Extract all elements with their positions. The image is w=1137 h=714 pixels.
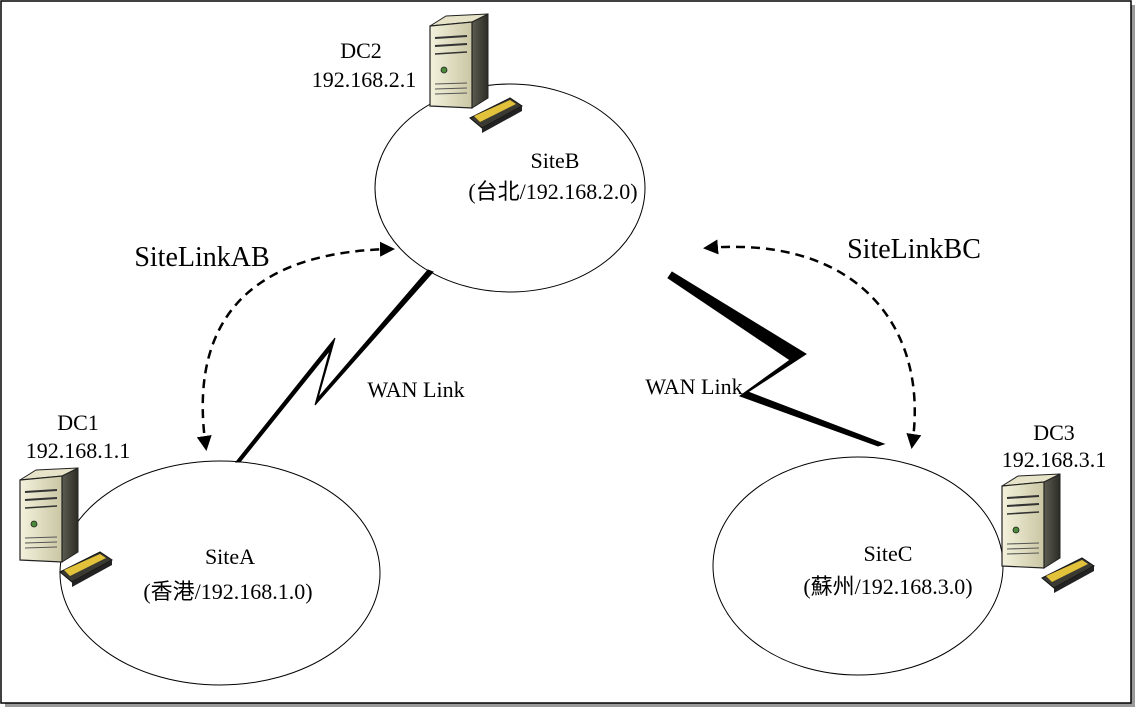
site-b-ellipse <box>374 83 646 293</box>
wan-link-left-label: WAN Link <box>367 377 464 402</box>
site-b-name: SiteB <box>531 148 580 173</box>
site-b-detail: (台北/192.168.2.0) <box>468 179 637 204</box>
dc1-ip: 192.168.1.1 <box>26 438 131 463</box>
sitelink-bc-arrow <box>703 239 922 449</box>
wan-link-right-label: WAN Link <box>645 374 742 399</box>
dc2-ip: 192.168.2.1 <box>312 67 417 92</box>
dc3-name: DC3 <box>1033 420 1075 445</box>
sitelink-ab-arrow <box>196 241 395 451</box>
dc3-ip: 192.168.3.1 <box>1002 447 1107 472</box>
dc1-name: DC1 <box>57 410 99 435</box>
site-c-ellipse <box>712 456 1004 676</box>
site-a-ellipse <box>59 460 381 686</box>
sitelink-bc-label: SiteLinkBC <box>847 234 981 265</box>
sitelink-ab-label: SiteLinkAB <box>134 242 269 273</box>
site-c-detail: (蘇州/192.168.3.0) <box>803 574 972 599</box>
site-c-name: SiteC <box>864 541 913 566</box>
site-a-detail: (香港/192.168.1.0) <box>143 579 312 604</box>
site-a-name: SiteA <box>205 544 255 569</box>
dc2-name: DC2 <box>340 38 382 63</box>
